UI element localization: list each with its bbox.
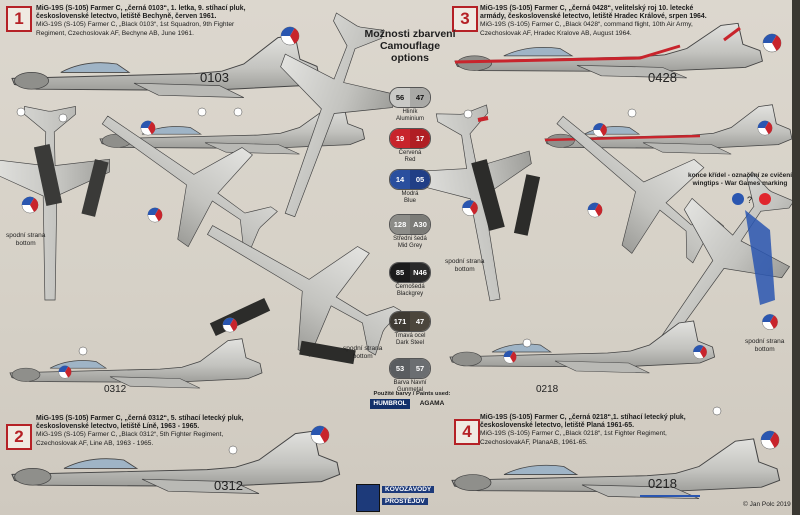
humbrol-code: 19 [390,129,410,148]
agama-code: 17 [410,129,430,148]
color-name-cz: Středni šedá [393,236,427,242]
color-name-cz: Červená [398,150,422,156]
agama-code: 57 [410,359,430,378]
agama-code: 47 [410,312,430,331]
underside-cz: spodní strana [6,232,46,239]
agama-code: 47 [410,88,430,107]
option-4-title-en: MiG-19S (S-105) Farmer C, „Black 0218“, … [480,430,667,438]
underside-cz: spodní strana [343,345,383,352]
svg-text:0218: 0218 [648,476,677,491]
agama-code: N46 [410,263,430,282]
humbrol-code: 85 [390,263,410,282]
option-3-subtitle-en: Czechoslovak AF, Hradec Kralove AB, Augu… [480,29,632,37]
underside-en: bottom [352,352,373,360]
underside-cz: spodní strana [445,258,485,265]
humbrol-code: 14 [390,170,410,189]
photo-edge [792,0,800,515]
humbrol-logo: HUMBROL [370,399,410,409]
humbrol-code: 53 [390,359,410,378]
option-3-subtitle-cz: armády, československé letectvo, letiště… [480,13,707,21]
humbrol-code: 171 [390,312,410,331]
option-1-caption: MiG-19S (S-105) Farmer C, „černá 0103“, … [36,5,356,38]
humbrol-code: 128 [390,215,410,234]
option-3-badge: 3 [452,6,478,32]
svg-text:0428: 0428 [648,70,677,85]
color-name-cz: Barva Navní [393,380,427,386]
color-name-cz: Černošedá [395,284,425,290]
option-1-badge: 1 [6,6,32,32]
underside-en: bottom [754,345,775,353]
svg-text:0103: 0103 [200,70,229,85]
underside-en: bottom [15,239,36,247]
paints-used-label: Použité barvy / Paints used: [373,391,451,397]
color-name-cz: Hliník [402,109,418,115]
color-name-en: Red [404,157,416,163]
agama-code: A30 [410,215,430,234]
option-3-title-en: MiG-19S (S-105) Farmer C, „Black 0428“, … [480,21,693,29]
publisher-logo [356,484,380,512]
svg-text:0312: 0312 [214,478,243,493]
svg-text:0312: 0312 [104,384,127,395]
camouflage-title: Možnosti zbarvení Camouflage options [360,28,460,64]
color-name-en: Mid Grey [397,243,423,249]
option-1-subtitle-cz: československé letectvo, letiště Bechyně… [36,13,217,21]
option-2-title-en: MiG-19S (S-105) Farmer C, „Black 0312“, … [36,431,224,439]
option-1-title-cz: MiG-19S (S-105) Farmer C, „černá 0103“, … [36,5,246,12]
option-4-caption: MiG-19S (S-105) Farmer C, „černá 0218“,1… [480,414,780,447]
color-name-en: Gunmetal [396,387,423,393]
agama-logo: AGAMA [419,400,445,407]
option-2-subtitle-en: Czechoslovak AF, Line AB, 1963 - 1965. [36,439,154,447]
underside-en: bottom [454,265,475,273]
publisher-line-2: PROSTĚJOV [382,498,428,505]
option-2-badge: 2 [6,424,32,450]
color-name-cz: Modrá [401,191,419,197]
title-cz: Možnosti zbarvení [364,28,456,40]
option-4-title-cz: MiG-19S (S-105) Farmer C, „černá 0218“,1… [480,414,686,421]
color-name-en: Aluminium [395,116,424,122]
color-name-en: Dark Steel [395,340,424,346]
option-3-title-cz: MiG-19S (S-105) Farmer C, „černá 0428“, … [480,5,694,12]
option-2-title-cz: MiG-19S (S-105) Farmer C, „černá 0312“, … [36,415,244,422]
svg-text:0218: 0218 [536,384,559,395]
humbrol-code: 56 [390,88,410,107]
option-1-title-en: MiG-19S (S-105) Farmer C, „Black 0103“, … [36,21,235,29]
svg-text:?: ? [747,195,752,205]
copyright: © Jan Polc 2019 [743,501,791,508]
color-name-en: Blackgrey [396,291,424,297]
color-name-en: Blue [403,198,416,204]
publisher-line-1: KOVOZÁVODY [382,486,435,493]
option-1-subtitle-en: Regiment, Czechoslovak AF, Bechyne AB, J… [36,29,194,37]
option-3-caption: MiG-19S (S-105) Farmer C, „černá 0428“, … [480,5,780,38]
option-4-subtitle-cz: československé letectvo, letiště Planá 1… [480,422,634,430]
underside-cz: spodní strana [745,338,785,345]
agama-code: 05 [410,170,430,189]
option-4-badge: 4 [454,419,480,445]
option-2-caption: MiG-19S (S-105) Farmer C, „černá 0312“, … [36,415,336,448]
color-name-cz: Tmavá ocel [394,333,426,339]
title-en: Camouflage options [379,40,441,64]
option-2-subtitle-cz: československé letectvo, letiště Líně, 1… [36,423,200,431]
option-4-subtitle-en: CzechoslovakAF, PlanaAB, 1961-65. [480,438,588,446]
wingtip-marking-note: konce křídel - označení ze cvičení wingt… [687,172,793,187]
